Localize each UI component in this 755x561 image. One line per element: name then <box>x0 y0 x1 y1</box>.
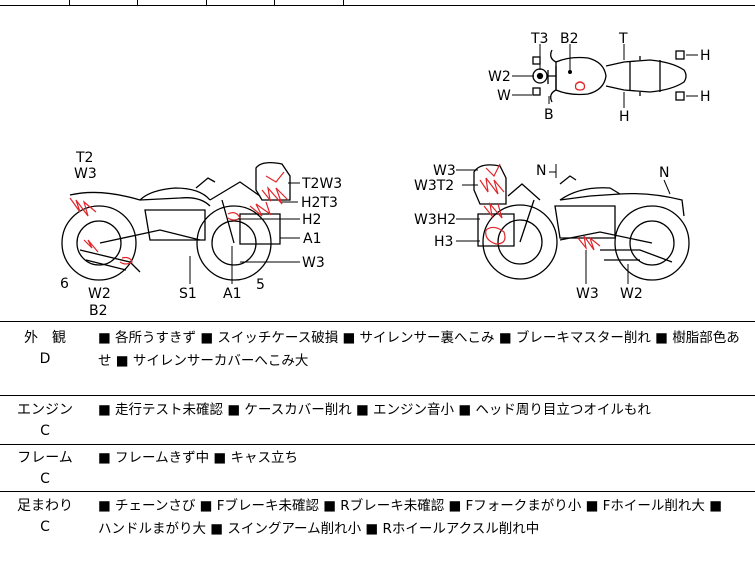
svg-text:B: B <box>544 107 554 123</box>
svg-text:W3: W3 <box>433 163 456 179</box>
top-view-labels: T3 B2 T W2 W B H H H <box>488 31 711 125</box>
category-name: 外 観 <box>24 330 66 346</box>
svg-text:W3: W3 <box>74 166 97 182</box>
svg-text:A1: A1 <box>223 286 241 302</box>
diagram-bottom-rule <box>0 321 755 322</box>
condition-line: せ ■ サイレンサーカバーへこみ大 <box>98 353 309 369</box>
left-view-leaders <box>189 182 300 284</box>
svg-text:T2W3: T2W3 <box>301 176 342 192</box>
svg-text:H2T3: H2T3 <box>301 195 338 211</box>
header-cell-divider <box>69 0 70 6</box>
row-rule <box>0 395 755 396</box>
svg-text:W3T2: W3T2 <box>414 178 454 194</box>
svg-text:W3: W3 <box>302 255 325 271</box>
category-grade: C <box>40 423 50 439</box>
top-view-leaders <box>512 44 698 108</box>
category-label: エンジン C <box>0 400 90 442</box>
header-cell-divider <box>274 0 275 6</box>
svg-text:W2: W2 <box>620 286 643 302</box>
category-grade: D <box>39 351 51 367</box>
condition-line: ■ 各所うすきず ■ スイッチケース破損 ■ サイレンサー裏へこみ ■ ブレーキ… <box>98 330 740 346</box>
condition-notes: ■ チェーンさび ■ Fブレーキ未確認 ■ Rブレーキ未確認 ■ Fフォークまが… <box>98 495 748 541</box>
condition-line: ■ チェーンさび ■ Fブレーキ未確認 ■ Rブレーキ未確認 ■ Fフォークまが… <box>98 498 722 514</box>
condition-line: ■ 走行テスト未確認 ■ ケースカバー削れ ■ エンジン音小 ■ ヘッド周り目立… <box>98 402 651 418</box>
svg-text:6: 6 <box>60 276 69 292</box>
category-grade: C <box>40 471 50 487</box>
svg-text:5: 5 <box>256 277 265 293</box>
header-row-bottom-rule <box>0 5 755 6</box>
svg-text:H: H <box>700 48 711 64</box>
svg-text:W3: W3 <box>576 286 599 302</box>
right-view-motorcycle <box>473 164 690 281</box>
svg-text:H3: H3 <box>434 234 453 250</box>
header-cell-divider <box>343 0 344 6</box>
svg-text:S1: S1 <box>179 286 197 302</box>
svg-text:H: H <box>619 109 630 125</box>
category-grade: C <box>40 519 50 535</box>
condition-notes: ■ 走行テスト未確認 ■ ケースカバー削れ ■ エンジン音小 ■ ヘッド周り目立… <box>98 399 748 422</box>
svg-text:N: N <box>536 163 546 179</box>
header-cell-divider <box>206 0 207 6</box>
left-view-motorcycle <box>61 162 291 281</box>
damage-diagram: T3 B2 T W2 W B H H H <box>60 31 711 319</box>
svg-text:T3: T3 <box>530 31 548 47</box>
top-view-damage <box>574 81 586 91</box>
category-label: 足まわり C <box>0 496 90 538</box>
svg-text:H2: H2 <box>302 212 321 228</box>
svg-text:W2: W2 <box>488 69 511 85</box>
condition-line: ■ フレームきず中 ■ キャス立ち <box>98 450 298 466</box>
svg-text:W3H2: W3H2 <box>414 212 456 228</box>
svg-text:B2: B2 <box>89 303 108 319</box>
category-name: エンジン <box>17 402 73 418</box>
left-view-labels: T2 W3 T2W3 H2T3 H2 A1 W3 6 W2 B2 S1 A1 5 <box>60 150 342 319</box>
row-rule <box>0 444 755 445</box>
right-view-labels: W3 W3T2 N N W3H2 H3 W3 W2 <box>414 163 669 302</box>
condition-notes: ■ フレームきず中 ■ キャス立ち <box>98 447 748 470</box>
right-view-damage <box>479 163 601 251</box>
right-view-leaders <box>456 164 671 284</box>
category-label: 外 観 D <box>0 328 90 370</box>
svg-text:A1: A1 <box>303 231 321 247</box>
condition-line: ハンドルまがり大 ■ スイングアーム削れ小 ■ Rホイールアクスル削れ中 <box>98 521 540 537</box>
svg-text:H: H <box>700 89 711 105</box>
category-name: 足まわり <box>17 498 73 514</box>
top-view-motorcycle <box>532 49 687 103</box>
svg-text:W2: W2 <box>88 286 111 302</box>
condition-notes: ■ 各所うすきず ■ スイッチケース破損 ■ サイレンサー裏へこみ ■ ブレーキ… <box>98 327 748 373</box>
category-label: フレーム C <box>0 448 90 490</box>
svg-text:T: T <box>618 31 628 47</box>
row-rule <box>0 491 755 492</box>
category-name: フレーム <box>17 450 73 466</box>
svg-text:W: W <box>497 88 511 104</box>
svg-text:T2: T2 <box>75 150 93 166</box>
left-view-damage <box>69 171 289 265</box>
header-cell-divider <box>137 0 138 6</box>
svg-text:N: N <box>659 165 669 181</box>
svg-text:B2: B2 <box>560 31 579 47</box>
